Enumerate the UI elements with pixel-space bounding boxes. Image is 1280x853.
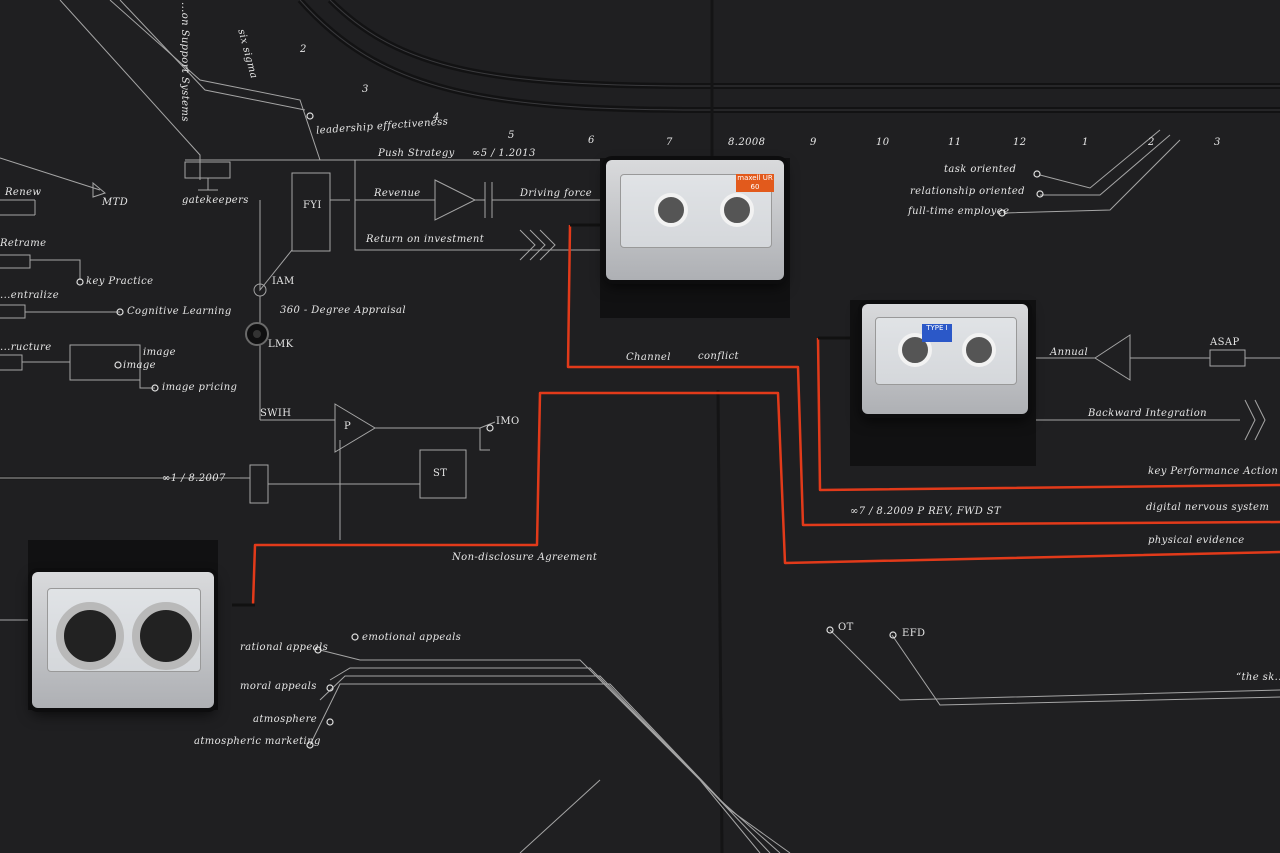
label-swih: SWIH	[260, 408, 292, 419]
label-support: ...on Support Systems	[179, 2, 190, 122]
label-centralize: ...entralize	[0, 290, 60, 301]
label-fte: full-time employee	[908, 206, 1010, 217]
label-ot: OT	[838, 622, 854, 633]
label-iam: IAM	[272, 276, 295, 287]
label-360: 360 - Degree Appraisal	[280, 305, 407, 316]
label-retrame: Retrame	[0, 238, 47, 249]
label-atmospheric-marketing: atmospheric marketing	[194, 736, 321, 747]
label-cognitive: Cognitive Learning	[127, 306, 232, 317]
label-date3: ∞7 / 8.2009 P REV, FWD ST	[850, 506, 1002, 517]
label-structure: ...ructure	[0, 342, 52, 353]
tick-2: 2	[300, 44, 307, 55]
label-image2: image	[123, 360, 156, 371]
label-physical: physical evidence	[1148, 535, 1245, 546]
label-image-pricing: image pricing	[162, 382, 238, 393]
cassette-label: TYPE I	[922, 324, 952, 342]
reel-left	[654, 193, 688, 228]
tick-3b: 3	[1214, 137, 1221, 148]
label-st: ST	[433, 468, 448, 479]
label-gatekeepers: gatekeepers	[182, 195, 249, 206]
tick-6: 6	[588, 135, 595, 146]
reel-right	[132, 601, 200, 670]
tick-5: 5	[508, 130, 515, 141]
reel-left	[56, 601, 124, 670]
label-conflict: conflict	[698, 351, 739, 362]
tick-12: 12	[1013, 137, 1027, 148]
label-lmk: LMK	[268, 339, 294, 350]
cassette-right[interactable]: TYPE I	[862, 304, 1028, 414]
red-wires	[251, 224, 1280, 606]
tick-2b: 2	[1148, 137, 1155, 148]
label-asap: ASAP	[1210, 337, 1240, 348]
label-imo: IMO	[496, 416, 520, 427]
label-atmosphere: atmosphere	[253, 714, 318, 725]
label-annual: Annual	[1050, 347, 1089, 358]
label-revenue: Revenue	[374, 188, 421, 199]
tick-9: 9	[810, 137, 817, 148]
label-key-practice: key Practice	[86, 276, 154, 287]
label-roi: Return on investment	[366, 234, 485, 245]
label-date2: ∞1 / 8.2007	[162, 473, 226, 484]
label-push: Push Strategy	[378, 148, 455, 159]
label-emotional: emotional appeals	[362, 632, 462, 643]
track-groove	[297, 0, 1280, 113]
label-kpa: key Performance Action	[1148, 466, 1279, 477]
cassette-left[interactable]	[32, 572, 214, 708]
track-groove	[327, 0, 1280, 89]
tick-3: 3	[362, 84, 369, 95]
chalk-nodes	[76, 112, 1044, 749]
label-renew: Renew	[5, 187, 42, 198]
label-task: task oriented	[944, 164, 1017, 175]
label-driving: Driving force	[520, 188, 593, 199]
label-efd: EFD	[902, 628, 926, 639]
label-quote: “the sk...	[1236, 672, 1280, 683]
label-channel: Channel	[626, 352, 671, 363]
label-backward: Backward Integration	[1088, 408, 1208, 419]
reel-right	[720, 193, 754, 228]
label-rational: rational appeals	[240, 642, 329, 653]
label-moral: moral appeals	[240, 681, 317, 692]
tick-4: 4	[433, 112, 440, 123]
label-dns: digital nervous system	[1146, 502, 1270, 513]
tick-date: 8.2008	[728, 137, 766, 148]
tick-7: 7	[666, 137, 673, 148]
cassette-top[interactable]: maxell UR 60	[606, 160, 784, 280]
tick-1: 1	[1082, 137, 1089, 148]
tick-10: 10	[876, 137, 890, 148]
cassette-label: maxell UR 60	[736, 174, 774, 192]
tick-11: 11	[948, 137, 962, 148]
label-fyi: FYI	[303, 200, 322, 211]
label-date1: ∞5 / 1.2013	[472, 148, 536, 159]
label-relationship: relationship oriented	[910, 186, 1025, 197]
label-nda: Non-disclosure Agreement	[452, 552, 598, 563]
label-p: P	[344, 421, 352, 432]
label-image1: image	[143, 347, 176, 358]
label-mtd: MTD	[102, 197, 129, 208]
reel-right	[962, 333, 996, 368]
